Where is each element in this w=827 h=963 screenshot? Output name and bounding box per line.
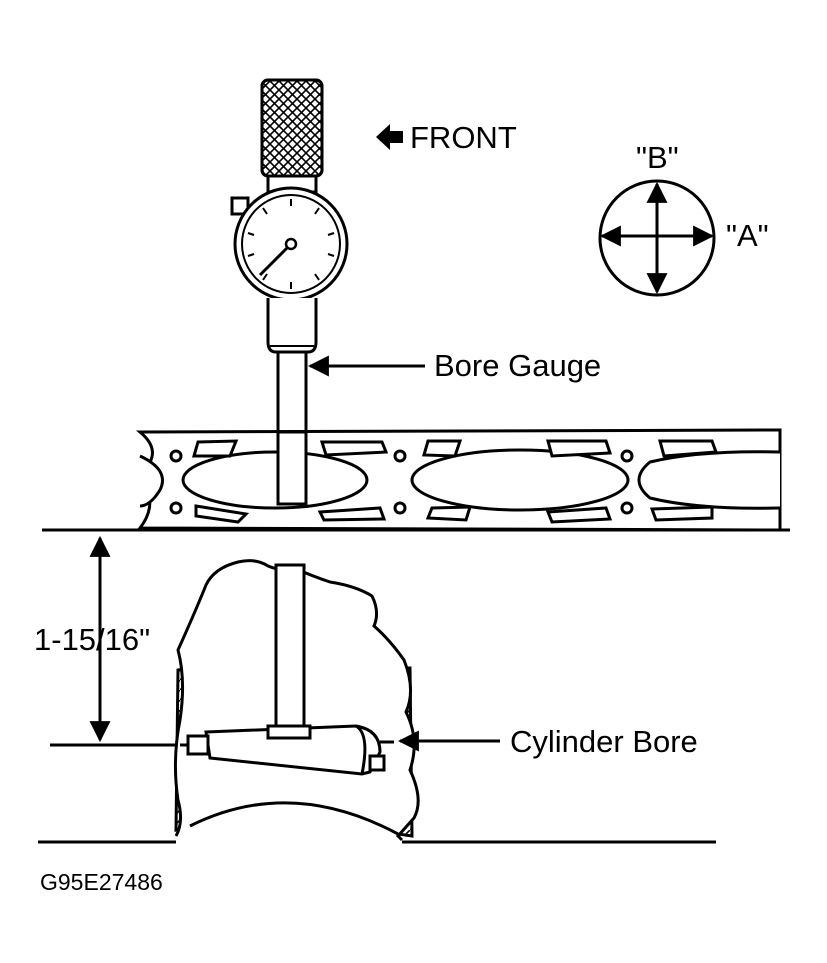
a-label: "A" (726, 218, 769, 253)
b-label: "B" (636, 140, 679, 175)
measuring-head (180, 724, 394, 776)
bore-gauge (230, 78, 349, 504)
arrow-left-icon (376, 124, 403, 150)
dial-needle (258, 242, 293, 277)
front-label: FRONT (410, 120, 517, 155)
depth-label: 1-15/16" (34, 622, 150, 657)
gauge-shaft-lower (274, 563, 306, 742)
crosshair-arrows-icon (598, 179, 716, 297)
cylinder-bore-cutaway (38, 559, 716, 844)
head-gasket (135, 428, 782, 532)
dial-ticks (247, 199, 335, 289)
figure-id: G95E27486 (40, 869, 163, 895)
cylinder-bore-label: Cylinder Bore (510, 724, 698, 759)
bore-gauge-label: Bore Gauge (434, 348, 601, 383)
knurled-handle (260, 78, 324, 178)
